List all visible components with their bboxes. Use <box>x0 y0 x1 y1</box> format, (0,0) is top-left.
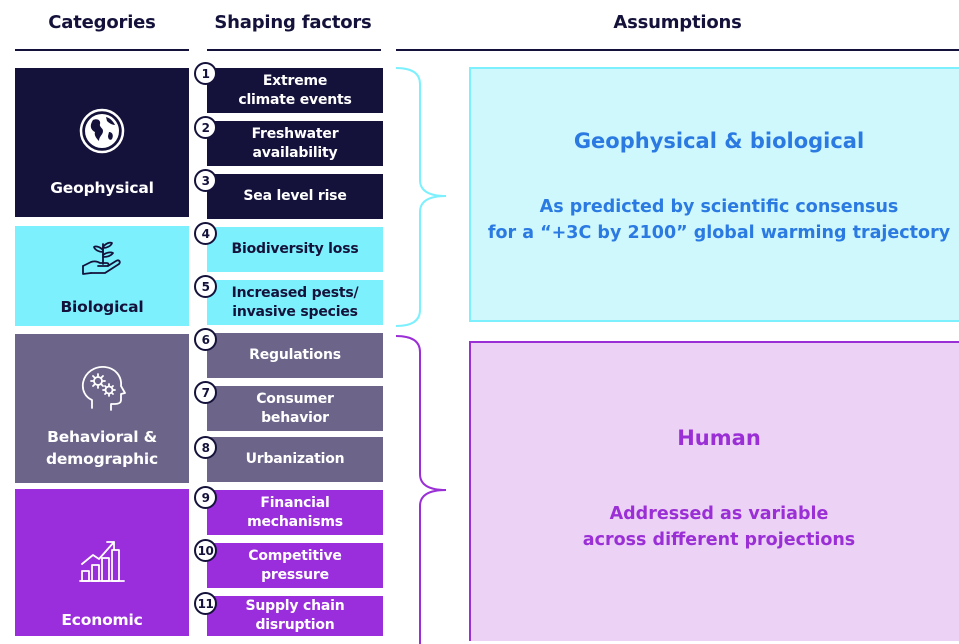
assumption-human-panel: Human Addressed as variable across diffe… <box>469 341 959 641</box>
factor-regulations: Regulations <box>207 333 383 378</box>
head-with-gears-icon <box>81 366 126 411</box>
factor-number-badge: 11 <box>194 592 217 615</box>
factor-number-badge: 7 <box>194 381 217 404</box>
factor-freshwater-availability: Freshwater availability <box>207 121 383 166</box>
human-brace <box>395 335 447 644</box>
factor-label: Supply chain disruption <box>245 598 345 633</box>
plant-in-hand-icon <box>82 241 121 275</box>
factor-label: Competitive pressure <box>248 547 342 583</box>
category-label: Biological <box>60 298 144 316</box>
factor-number-badge: 4 <box>194 222 217 245</box>
shaping-factors-header: Shaping factors <box>214 12 372 33</box>
growth-chart-icon <box>79 541 125 582</box>
factor-number-badge: 10 <box>194 539 217 562</box>
category-label: Geophysical <box>50 179 154 197</box>
factor-label: Increased pests/ invasive species <box>231 284 359 320</box>
geo-bio-brace <box>395 67 447 327</box>
factor-number-badge: 5 <box>194 275 217 298</box>
assumption-title: Geophysical & biological <box>573 129 865 153</box>
factor-label: Extreme climate events <box>238 72 352 108</box>
category-behavioral-demographic: Behavioral & demographic <box>15 334 189 483</box>
factor-label: Biodiversity loss <box>231 241 359 257</box>
factors-divider <box>207 49 381 51</box>
factor-competitive-pressure: Competitive pressure <box>207 543 383 588</box>
factor-label: Consumer behavior <box>256 390 334 426</box>
category-geophysical: Geophysical <box>15 68 189 217</box>
globe-icon <box>79 108 125 154</box>
assumptions-divider <box>396 49 959 51</box>
factor-pests-invasive-species: Increased pests/ invasive species <box>207 280 383 325</box>
category-label: Behavioral & demographic <box>45 428 159 468</box>
factor-number-badge: 9 <box>194 486 217 509</box>
factor-urbanization: Urbanization <box>207 437 383 482</box>
factor-label: Urbanization <box>245 451 345 467</box>
assumption-description-line: As predicted by scientific consensus <box>539 197 899 217</box>
factor-biodiversity-loss: Biodiversity loss <box>207 227 383 272</box>
factor-label: Financial mechanisms <box>247 494 343 530</box>
assumption-geo-bio-panel: Geophysical & biological As predicted by… <box>469 67 959 322</box>
factor-number-badge: 6 <box>194 328 217 351</box>
factor-number-badge: 2 <box>194 116 217 139</box>
categories-divider <box>15 49 189 51</box>
assumption-description-line: Addressed as variable <box>609 504 829 524</box>
assumption-description-line: for a “+3C by 2100” global warming traje… <box>487 223 951 243</box>
factor-number-badge: 8 <box>194 436 217 459</box>
factor-number-badge: 1 <box>194 62 217 85</box>
factor-label: Freshwater availability <box>251 125 339 161</box>
factor-extreme-climate-events: Extreme climate events <box>207 68 383 113</box>
factor-financial-mechanisms: Financial mechanisms <box>207 490 383 535</box>
assumption-description-line: across different projections <box>582 530 856 550</box>
factor-number-badge: 3 <box>194 169 217 192</box>
factor-consumer-behavior: Consumer behavior <box>207 386 383 431</box>
factor-sea-level-rise: Sea level rise <box>207 174 383 219</box>
assumptions-header: Assumptions <box>613 12 742 33</box>
categories-header: Categories <box>48 12 156 33</box>
category-label: Economic <box>61 611 143 629</box>
factor-label: Regulations <box>249 347 341 363</box>
category-economic: Economic <box>15 489 189 636</box>
factor-label: Sea level rise <box>243 188 347 204</box>
factor-supply-chain-disruption: Supply chain disruption <box>207 596 383 636</box>
assumption-title: Human <box>677 426 761 450</box>
category-biological: Biological <box>15 226 189 326</box>
